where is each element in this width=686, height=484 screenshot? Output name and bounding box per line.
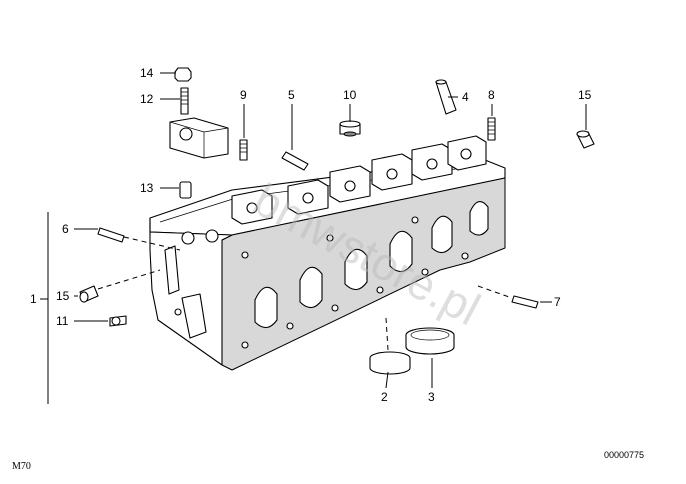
callout-numbers: 14 12 13 9 5 10 4 8 15 6 1 15 11 7 2 3 xyxy=(30,66,592,404)
leader-lines xyxy=(40,72,587,404)
bolt-holes xyxy=(241,216,469,349)
part-15-sleeve-right xyxy=(576,130,595,149)
callout-1: 1 xyxy=(30,292,37,306)
callout-13: 13 xyxy=(140,181,154,195)
part-11-screw xyxy=(109,315,127,327)
port-openings xyxy=(254,201,489,329)
part-13-sleeve xyxy=(179,181,192,199)
cam-bearing-caps xyxy=(231,135,487,225)
callout-8: 8 xyxy=(488,88,495,102)
part-10-plug xyxy=(339,120,361,137)
callout-12: 12 xyxy=(140,92,154,106)
part-4-sleeve xyxy=(435,79,457,115)
part-2-ring xyxy=(369,351,411,375)
model-label: M70 xyxy=(12,461,31,472)
callout-5: 5 xyxy=(288,88,295,102)
part-bearing-cap xyxy=(169,117,229,159)
callout-15-left: 15 xyxy=(56,289,70,303)
callout-3: 3 xyxy=(428,390,435,404)
callout-2: 2 xyxy=(381,390,388,404)
part-12-stud xyxy=(180,87,189,115)
callout-6: 6 xyxy=(62,222,69,236)
part-8-stud xyxy=(487,117,496,141)
part-5-stud xyxy=(281,151,309,171)
part-9-stud xyxy=(239,139,248,161)
callout-14: 14 xyxy=(140,66,154,80)
part-3-ring xyxy=(405,327,455,355)
part-7-stud xyxy=(511,295,539,309)
reference-number: 00000775 xyxy=(604,450,644,460)
callout-15-right: 15 xyxy=(578,88,592,102)
part-14-nut xyxy=(174,67,192,82)
callout-10: 10 xyxy=(343,88,357,102)
part-6-stud xyxy=(97,227,125,243)
callout-11: 11 xyxy=(56,314,69,328)
callout-7: 7 xyxy=(554,295,561,309)
callout-9: 9 xyxy=(240,88,247,102)
callout-4: 4 xyxy=(462,90,469,104)
part-15-sleeve-left xyxy=(79,285,99,303)
